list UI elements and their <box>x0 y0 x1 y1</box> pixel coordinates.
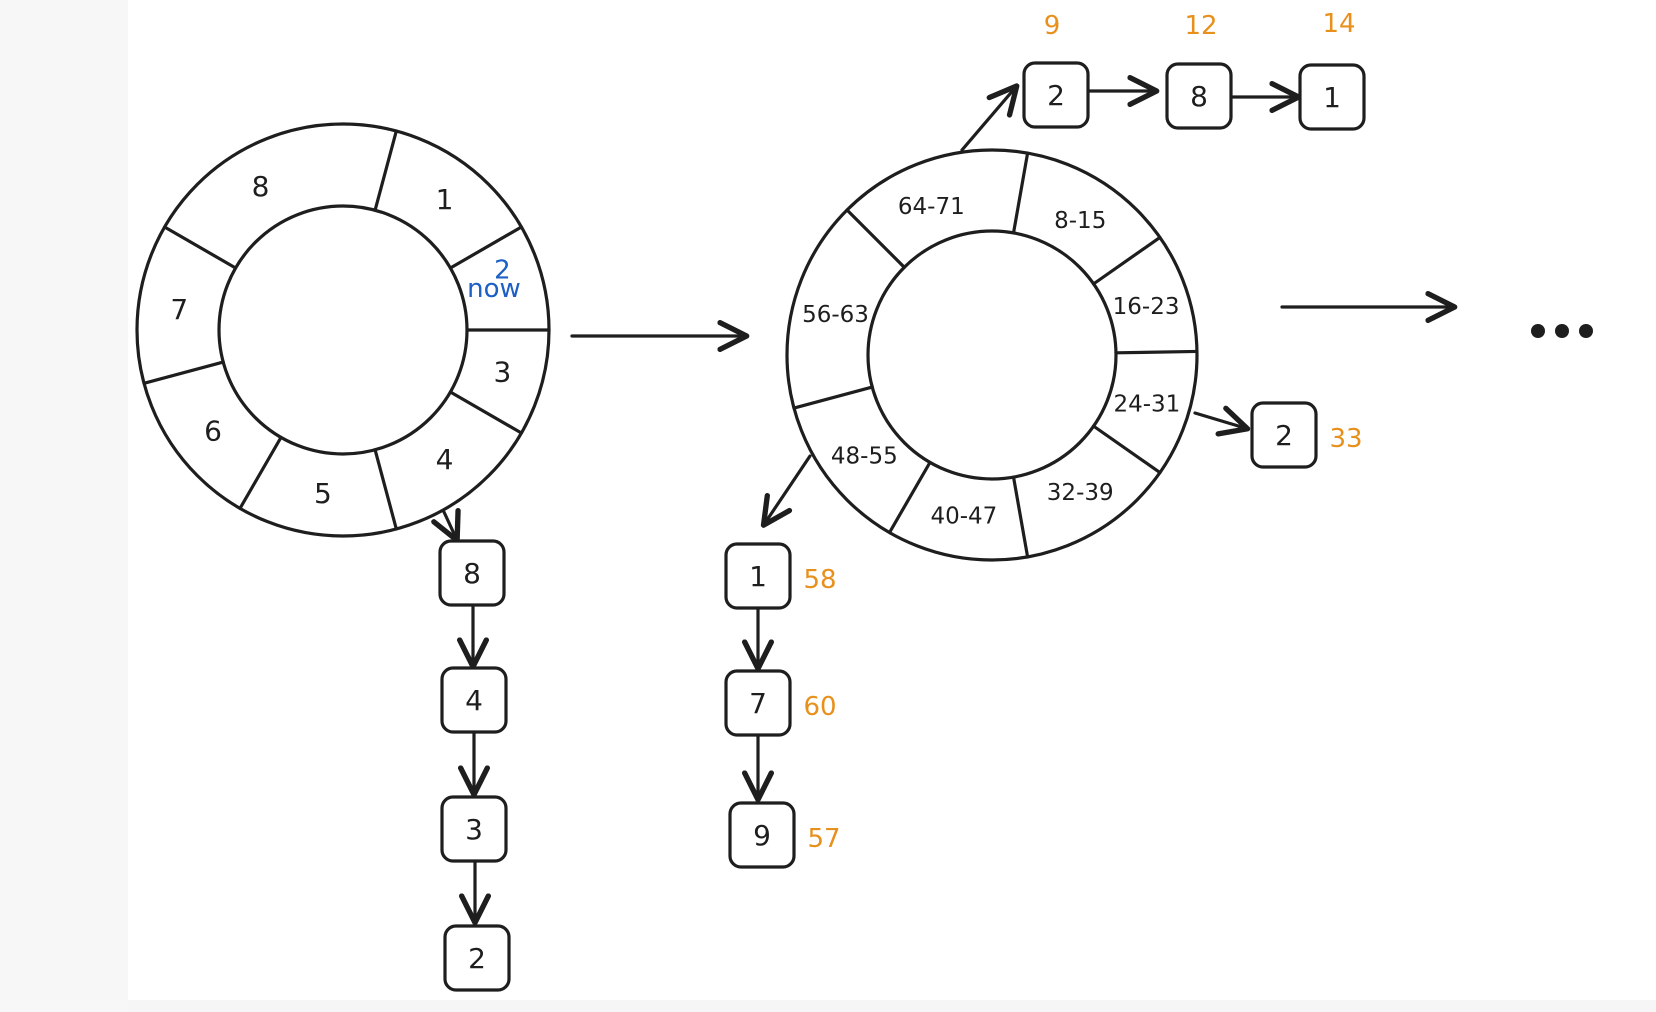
task-node-label: 2 <box>468 942 486 975</box>
slot-8-15-pointer-arrow <box>960 83 1020 152</box>
slot-label: 6 <box>204 415 222 448</box>
slot-divider <box>1114 349 1199 355</box>
task-node <box>1298 63 1366 131</box>
slot-label: 32-39 <box>1047 480 1114 506</box>
slot-label: 5 <box>314 477 332 510</box>
task-node-label: 8 <box>1190 80 1208 113</box>
task-node <box>728 801 796 869</box>
task-node-label: 2 <box>1275 419 1293 452</box>
task-node-label: 9 <box>753 819 771 852</box>
task-expiry-time: 58 <box>803 565 836 595</box>
slot-divider <box>887 460 932 535</box>
wheel-2-outer-ring <box>785 148 1199 562</box>
task-node-label: 1 <box>749 560 767 593</box>
slot-4-task-list: 8 4 3 2 <box>431 507 511 992</box>
task-node-label: 3 <box>465 813 483 846</box>
slot-56-63-task-list: 1 58 7 60 9 57 <box>724 454 841 869</box>
slot-label: 3 <box>493 356 511 389</box>
task-expiry-time: 33 <box>1329 424 1362 454</box>
slot-56-63-pointer-arrow <box>760 454 812 528</box>
slot-label: 8-15 <box>1054 208 1106 234</box>
task-node-label: 4 <box>465 684 483 717</box>
task-node <box>1022 61 1090 129</box>
slot-divider <box>448 225 524 270</box>
slot-label: 4 <box>436 443 454 476</box>
task-node <box>443 924 511 992</box>
slot-label: 40-47 <box>930 504 997 530</box>
wheel-2-inner-ring <box>866 229 1118 481</box>
current-slot-label: 2 <box>494 255 511 285</box>
task-expiry-time: 14 <box>1322 9 1355 39</box>
more-wheels-ellipsis <box>1531 324 1593 338</box>
slot-32-39-pointer-arrow <box>1193 405 1251 437</box>
task-node <box>1250 401 1318 469</box>
slot-divider <box>238 435 283 511</box>
slot-label: 48-55 <box>831 444 898 470</box>
task-expiry-time: 12 <box>1184 11 1217 41</box>
slot-divider <box>1011 475 1030 559</box>
slot-divider <box>142 360 225 385</box>
slot-divider <box>373 448 398 531</box>
slot-divider <box>1011 151 1030 235</box>
task-node-label: 7 <box>749 687 767 720</box>
wheel-2-dividers <box>792 151 1199 559</box>
wheel-1: 1 2 3 4 5 6 7 8 now <box>135 122 551 538</box>
slot-label: 64-71 <box>898 194 965 220</box>
slot-divider <box>162 225 238 270</box>
slot-divider <box>1091 424 1162 475</box>
wheel-2-slot-labels: 8-15 16-23 24-31 32-39 40-47 48-55 56-63 64-71 <box>802 194 1180 530</box>
slot-divider <box>448 390 524 435</box>
task-node-label: 1 <box>1323 81 1341 114</box>
slot-label: 7 <box>170 293 188 326</box>
task-node <box>1165 62 1233 130</box>
current-time-marker: now <box>467 274 521 304</box>
task-expiry-time: 57 <box>807 824 840 854</box>
slot-label: 16-23 <box>1113 294 1180 320</box>
slot-label: 56-63 <box>802 302 869 328</box>
wheel-1-slot-labels: 1 2 3 4 5 6 7 8 <box>170 170 511 510</box>
task-node-label: 8 <box>463 557 481 590</box>
whiteboard <box>128 0 1656 1000</box>
slot-4-pointer-arrow <box>431 507 461 544</box>
task-expiry-time: 9 <box>1044 11 1061 41</box>
left-margin <box>0 0 128 1012</box>
slot-divider <box>373 129 398 212</box>
slot-label: 8 <box>252 170 270 203</box>
wheel-1-inner-ring <box>217 204 469 456</box>
task-expiry-time: 60 <box>803 692 836 722</box>
slot-label: 24-31 <box>1113 391 1180 417</box>
slot-divider <box>1091 235 1162 286</box>
wheel-1-dividers <box>142 129 551 531</box>
slot-divider <box>792 385 874 410</box>
slot-divider <box>845 208 906 269</box>
task-node-label: 2 <box>1047 79 1065 112</box>
wheel-2: 8-15 16-23 24-31 32-39 40-47 48-55 56-63 64-71 <box>785 148 1199 562</box>
slot-8-15-task-list: 2 9 8 12 1 14 <box>960 9 1366 152</box>
slot-label: 1 <box>436 183 454 216</box>
slot-32-39-task-list: 2 33 <box>1193 401 1363 469</box>
